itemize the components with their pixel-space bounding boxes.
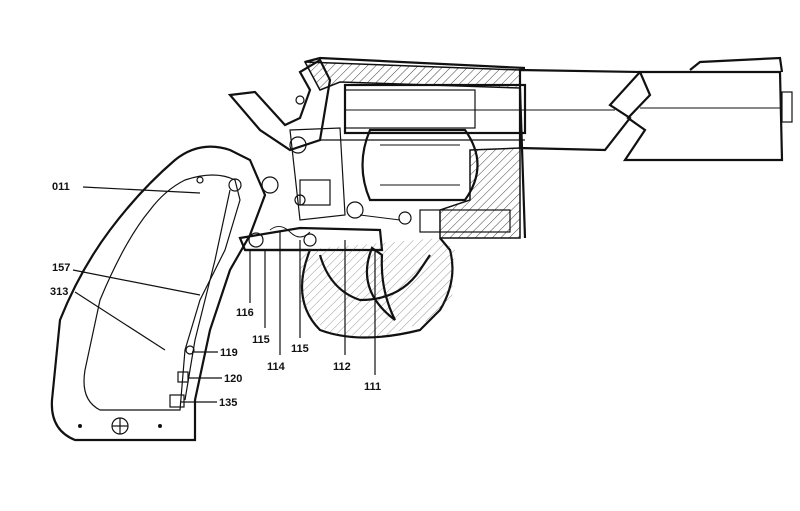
label-112: 112 [333,361,351,373]
label-135: 135 [219,397,237,409]
label-011: 011 [52,181,70,193]
label-115-left: 115 [252,334,270,346]
grip [50,145,267,442]
label-119: 119 [220,347,238,359]
label-116: 116 [236,307,254,319]
lockwork [238,127,412,252]
label-111: 111 [364,381,381,393]
part-labels: 011 157 313 116 115 114 115 112 111 119 … [50,181,381,409]
frame [303,56,527,239]
trigger-guard [245,237,455,339]
leader-lines [72,186,376,403]
hammer [227,58,332,154]
label-313: 313 [50,286,68,298]
label-157: 157 [52,262,70,274]
label-114: 114 [267,361,286,373]
label-120: 120 [224,373,242,385]
label-115-right: 115 [291,343,309,355]
cylinder [320,83,527,233]
barrel [518,56,793,162]
